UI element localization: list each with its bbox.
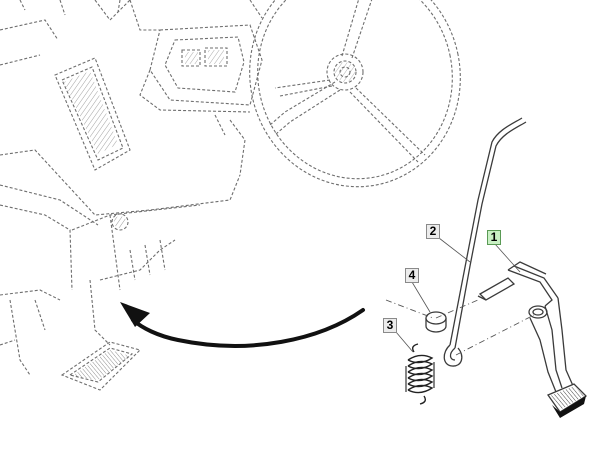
callout-3: 3: [383, 318, 397, 333]
pedal-pad-edge: [552, 396, 586, 418]
callout-1: 1: [487, 230, 501, 245]
assembly-lines: [385, 299, 535, 356]
leader-lines: [395, 237, 521, 353]
part-2-rod: [443, 117, 527, 367]
part-4-bushing: [425, 311, 447, 333]
cab-hatching: [64, 50, 355, 380]
callout-4: 4: [405, 268, 419, 283]
curved-arrow: [120, 302, 365, 348]
callout-2: 2: [426, 224, 440, 239]
pedal-pad-hatch: [550, 386, 584, 410]
tractor-cab-outline: [0, 0, 461, 391]
part-3-spring: [405, 343, 435, 405]
